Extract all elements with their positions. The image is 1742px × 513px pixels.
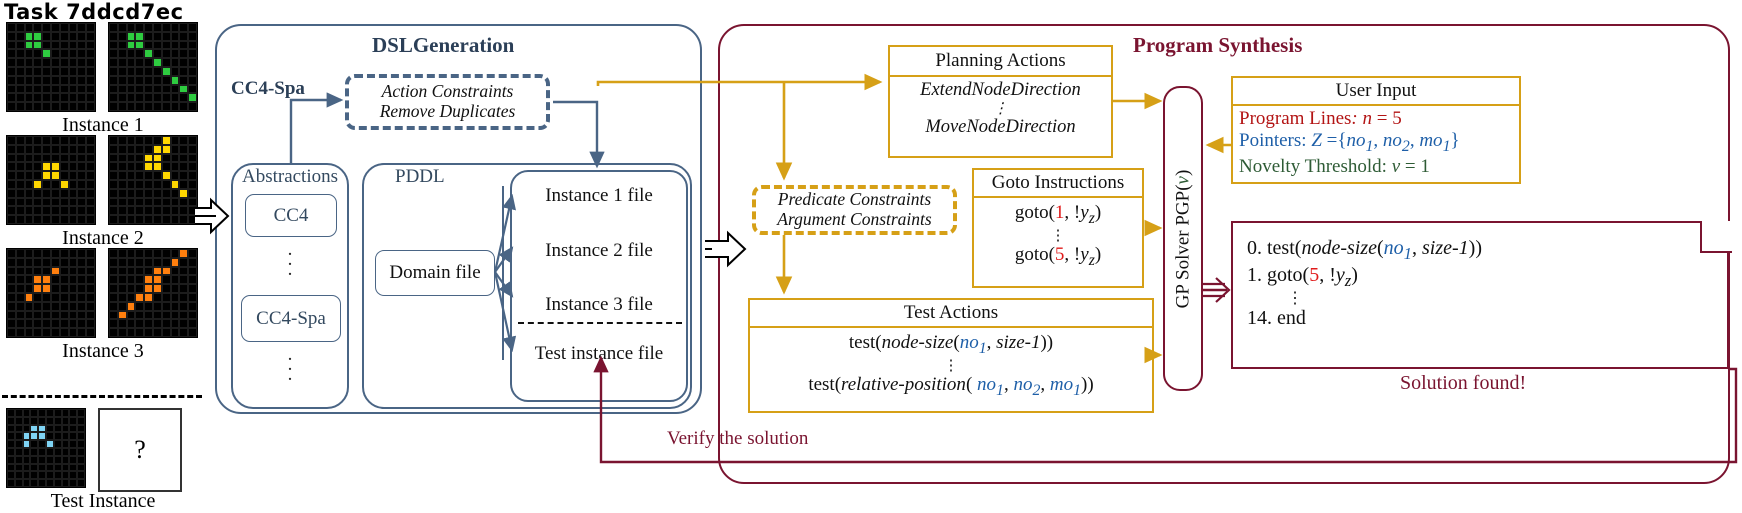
gp-solver-label: GP Solver PGP(ν): [1172, 169, 1194, 308]
solution-corner-fold: [1700, 221, 1732, 253]
abstractions-ellipsis-1: ...: [287, 239, 293, 280]
instance-2-pair: [6, 135, 198, 225]
instance-1-label: Instance 1: [62, 114, 144, 136]
page-title: Task 7ddcd7ec: [4, 0, 184, 24]
test-instance-file: Test instance file: [534, 343, 664, 364]
cc4-spa-label: CC4-Spa: [231, 78, 305, 99]
predicate-constraints-line-1: Predicate Constraints: [777, 189, 932, 210]
unknown-output-box: ?: [98, 408, 182, 492]
test-actions-title: Test Actions: [750, 300, 1152, 328]
abstraction-cc4-spa: CC4-Spa: [241, 295, 341, 342]
arc-grid: [108, 135, 198, 225]
test-action-1: test(node-size(no1, size-1)): [848, 332, 1054, 357]
solution-box: 0. test(node-size(no1, size-1)) 1. goto(…: [1231, 221, 1729, 369]
instance-3-pair: [6, 248, 198, 338]
arc-grid: [6, 135, 96, 225]
files-divider: [518, 322, 682, 324]
gp-solver-box: [1163, 86, 1203, 391]
test-instance-pair: ?: [6, 408, 182, 492]
solution-line-0: 0. test(node-size(no1, size-1)): [1247, 237, 1482, 263]
domain-file-box: Domain file: [375, 250, 495, 296]
predicate-constraints-line-2: Argument Constraints: [777, 209, 932, 229]
solution-line-end: 14. end: [1247, 307, 1306, 329]
pddl-title: PDDL: [395, 166, 445, 187]
test-actions-box: Test Actions test(node-size(no1, size-1)…: [748, 298, 1154, 413]
instance-3-file: Instance 3 file: [545, 294, 653, 315]
instance-2-file: Instance 2 file: [545, 240, 653, 261]
goto-instructions-title: Goto Instructions: [974, 170, 1142, 198]
verify-solution-label: Verify the solution: [667, 428, 809, 449]
program-synthesis-title: Program Synthesis: [1133, 33, 1303, 57]
arc-grid: [6, 408, 86, 488]
solution-found-label: Solution found!: [1400, 372, 1527, 394]
planning-actions-box: Planning Actions ExtendNodeDirection ⋮ M…: [888, 45, 1113, 158]
test-action-2: test(relative-position( no1, no2, mo1)): [808, 373, 1094, 399]
predicate-constraints-box: Predicate Constraints Argument Constrain…: [752, 185, 957, 235]
arc-grid: [6, 22, 96, 112]
action-constraints-line-1: Action Constraints: [381, 81, 514, 102]
instance-2-label: Instance 2: [62, 227, 144, 249]
instance-1-pair: [6, 22, 198, 112]
goto-ellipsis: ⋮: [1050, 227, 1066, 244]
user-input-pointers: Pointers: Z ={no1, no2, mo1}: [1239, 130, 1460, 155]
planning-actions-title: Planning Actions: [890, 47, 1111, 77]
abstractions-box: [231, 163, 349, 409]
user-input-novelty: Novelty Threshold: ν = 1: [1239, 155, 1430, 177]
action-constraints-box: Action Constraints Remove Duplicates: [345, 74, 550, 130]
test-actions-ellipsis: ⋮: [943, 357, 959, 374]
user-input-box: User Input Program Lines: n = 5 Pointers…: [1231, 76, 1521, 184]
abstractions-title: Abstractions: [241, 166, 339, 187]
user-input-program-lines: Program Lines: n = 5: [1239, 108, 1402, 129]
solution-line-1: 1. goto(5, !yz): [1247, 264, 1358, 290]
instance-1-file: Instance 1 file: [545, 185, 653, 206]
arc-grid: [108, 22, 198, 112]
arc-grid: [108, 248, 198, 338]
goto-line-2: goto(5, !yz): [1014, 243, 1102, 269]
pddl-box: [362, 163, 692, 409]
planning-action-2: MoveNodeDirection: [925, 117, 1076, 137]
planning-action-1: ExtendNodeDirection: [920, 80, 1081, 100]
user-input-title: User Input: [1233, 78, 1519, 106]
action-constraints-line-2: Remove Duplicates: [379, 101, 516, 121]
arc-task-panel: Task 7ddcd7ec Instance 1 Instance 2 Instan…: [0, 0, 206, 513]
solution-ellipsis: ⋮: [1287, 290, 1303, 307]
train-test-divider: [2, 395, 202, 398]
instance-3-label: Instance 3: [62, 340, 144, 362]
test-instance-label: Test Instance: [50, 490, 156, 512]
arc-grid: [6, 248, 96, 338]
abstractions-ellipsis-2: ...: [287, 344, 293, 385]
goto-line-1: goto(1, !yz): [1014, 202, 1102, 227]
goto-instructions-box: Goto Instructions goto(1, !yz) ⋮ goto(5,…: [972, 168, 1144, 288]
planning-actions-ellipsis: ⋮: [993, 101, 1008, 117]
abstraction-cc4: CC4: [245, 194, 337, 237]
dsl-generation-title: DSLGeneration: [372, 33, 515, 57]
